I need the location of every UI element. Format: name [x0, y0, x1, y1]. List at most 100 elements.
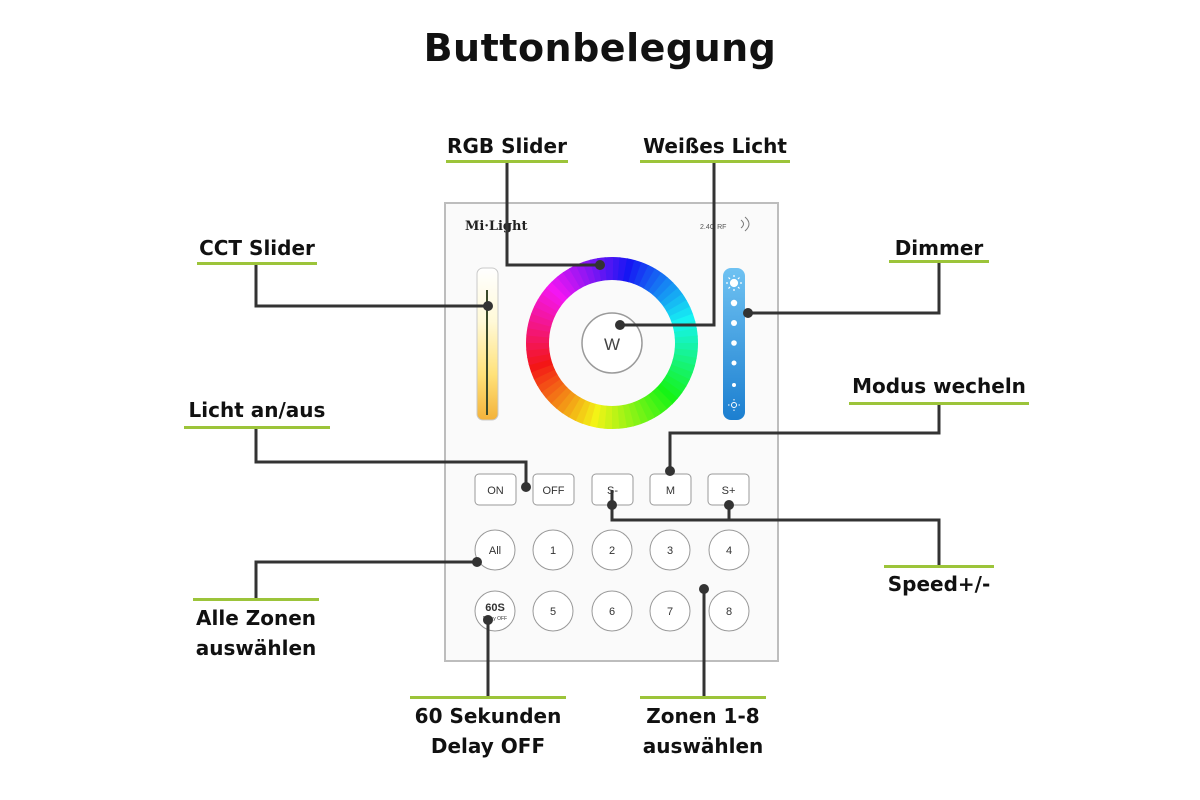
wheel-segment[interactable]	[663, 374, 687, 394]
wheel-segment[interactable]	[541, 286, 565, 307]
wheel-segment[interactable]	[633, 262, 650, 287]
wheel-segment[interactable]	[581, 401, 596, 427]
wheel-segment[interactable]	[663, 293, 688, 313]
label-zones-line1: Zonen 1-8	[646, 704, 760, 728]
label-white-light: Weißes Licht	[643, 134, 787, 158]
wheel-segment[interactable]	[526, 326, 551, 338]
page-title: Buttonbelegung	[423, 26, 777, 70]
button-zone-8[interactable]: 8	[708, 590, 750, 632]
connector-onoff	[254, 428, 528, 487]
svg-text:2: 2	[609, 545, 615, 557]
wheel-segment[interactable]	[666, 369, 690, 387]
label-all-zones-line2: auswählen	[195, 636, 317, 660]
wheel-segment[interactable]	[628, 259, 643, 285]
wheel-segment[interactable]	[660, 287, 684, 308]
wheel-segment[interactable]	[588, 403, 602, 428]
wheel-segment[interactable]	[647, 391, 668, 415]
wheel-segment[interactable]	[632, 400, 649, 425]
wheel-segment[interactable]	[595, 404, 607, 429]
wheel-segment[interactable]	[526, 347, 550, 358]
wheel-segment[interactable]	[659, 379, 683, 400]
wheel-segment[interactable]	[536, 373, 561, 393]
button-on[interactable]: ON	[474, 473, 517, 506]
svg-text:5: 5	[550, 606, 556, 618]
wheel-segment[interactable]	[528, 358, 553, 373]
wheel-segment[interactable]	[604, 256, 614, 281]
sun-icon	[726, 275, 742, 291]
button-mode[interactable]: M	[649, 473, 692, 506]
wheel-segment[interactable]	[669, 306, 694, 323]
wheel-segment[interactable]	[655, 383, 678, 405]
wheel-segment[interactable]	[648, 272, 669, 296]
wheel-segment[interactable]	[534, 299, 558, 317]
connector-all	[254, 560, 477, 599]
button-all-zones[interactable]: All	[474, 529, 516, 571]
button-zone-7[interactable]: 7	[649, 590, 691, 632]
wheel-segment[interactable]	[668, 364, 693, 381]
button-60s-delay[interactable]: 60S Delay OFF	[474, 590, 516, 632]
wheel-segment[interactable]	[533, 368, 558, 386]
button-zone-4[interactable]: 4	[708, 529, 750, 571]
wheel-segment[interactable]	[674, 328, 698, 339]
underline-cct-slider	[197, 262, 317, 265]
button-zone-3[interactable]: 3	[649, 529, 691, 571]
wheel-segment[interactable]	[656, 282, 679, 304]
button-zone-1[interactable]: 1	[532, 529, 574, 571]
wheel-segment[interactable]	[651, 387, 673, 410]
button-off[interactable]: OFF	[532, 473, 575, 506]
connector-cct	[254, 264, 488, 308]
wheel-segment[interactable]	[617, 257, 629, 282]
label-delay-line1: 60 Sekunden	[414, 704, 562, 728]
svg-text:7: 7	[667, 606, 673, 618]
wheel-segment[interactable]	[622, 258, 636, 283]
wheel-segment[interactable]	[610, 405, 620, 429]
wheel-segment[interactable]	[674, 335, 698, 345]
wheel-segment[interactable]	[556, 271, 577, 295]
underline-speed	[884, 565, 994, 568]
signal-icon	[740, 216, 750, 232]
wheel-segment[interactable]	[643, 268, 663, 292]
wheel-segment[interactable]	[528, 312, 554, 327]
button-zone-6[interactable]: 6	[591, 590, 633, 632]
label-on-off: Licht an/aus	[188, 398, 326, 422]
wheel-segment[interactable]	[616, 405, 627, 429]
label-speed: Speed+/-	[887, 572, 991, 596]
wheel-segment[interactable]	[666, 300, 691, 318]
moon-icon	[728, 399, 740, 411]
wheel-segment[interactable]	[642, 394, 662, 419]
wheel-segment[interactable]	[550, 386, 572, 409]
wheel-segment[interactable]	[638, 265, 656, 289]
wheel-segment[interactable]	[540, 378, 564, 399]
wheel-segment[interactable]	[574, 399, 591, 424]
wheel-segment[interactable]	[670, 359, 696, 374]
svg-text:3: 3	[667, 545, 673, 557]
wheel-segment[interactable]	[537, 292, 561, 312]
wheel-segment[interactable]	[652, 277, 674, 300]
wheel-segment[interactable]	[526, 341, 550, 351]
wheel-segment[interactable]	[637, 397, 655, 422]
white-light-button[interactable]	[581, 312, 643, 374]
button-zone-5[interactable]: 5	[532, 590, 574, 632]
wheel-segment[interactable]	[672, 353, 697, 367]
brand-logo: Mi·Light	[465, 219, 527, 234]
underline-delay	[410, 696, 566, 699]
wheel-segment[interactable]	[673, 348, 698, 360]
label-cct-slider: CCT Slider	[199, 236, 315, 260]
wheel-segment[interactable]	[527, 319, 552, 333]
wheel-segment[interactable]	[545, 382, 568, 404]
label-zones-line2: auswählen	[642, 734, 764, 758]
rgb-color-wheel[interactable]	[526, 256, 698, 429]
button-zone-2[interactable]: 2	[591, 529, 633, 571]
wheel-segment[interactable]	[568, 397, 586, 421]
wheel-segment[interactable]	[561, 394, 581, 418]
wheel-segment[interactable]	[575, 261, 592, 286]
wheel-segment[interactable]	[569, 264, 587, 289]
wheel-segment[interactable]	[546, 281, 569, 303]
wheel-segment[interactable]	[555, 390, 576, 414]
wheel-segment[interactable]	[627, 402, 642, 427]
wheel-segment[interactable]	[531, 305, 556, 322]
wheel-segment[interactable]	[562, 267, 582, 292]
connector-dimmer	[748, 262, 941, 315]
wheel-segment[interactable]	[530, 363, 555, 380]
wheel-segment[interactable]	[551, 276, 573, 299]
